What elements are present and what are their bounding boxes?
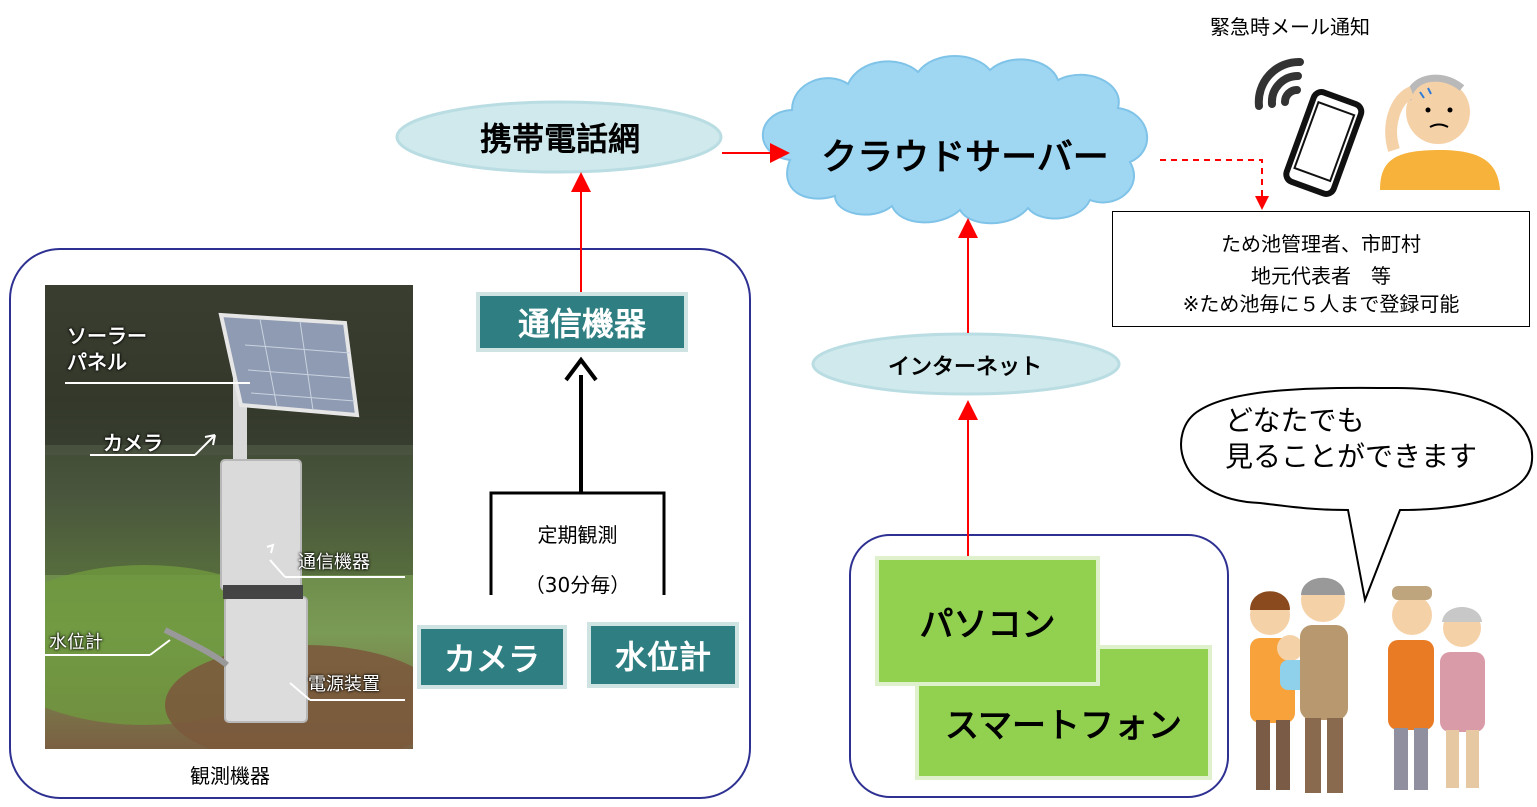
- comm-device-box: 通信機器: [476, 292, 688, 352]
- mobile-network-label: 携帯電話網: [479, 120, 640, 158]
- smartphone-icon: [1283, 89, 1365, 197]
- photo-label-camera: カメラ: [103, 431, 163, 455]
- water-gauge-box: 水位計: [587, 622, 739, 688]
- device-photo-drawing: [45, 285, 413, 749]
- worried-man-icon: [1380, 74, 1500, 190]
- observation-box: 定期観測 （30分毎）: [491, 493, 664, 601]
- speech-line1: どなたでも: [1225, 404, 1365, 437]
- cloud-shape: [761, 55, 1148, 225]
- camera-box: カメラ: [417, 625, 567, 689]
- alert-recipients-box: ため池管理者、市町村 地元代表者 等 ※ため池毎に５人まで登録可能: [1112, 211, 1530, 327]
- internet-label: インターネット: [887, 355, 1042, 380]
- observation-caption: 観測機器: [190, 763, 270, 788]
- camera-label: カメラ: [443, 640, 540, 678]
- cloud-server-label: クラウドサーバー: [821, 137, 1109, 178]
- photo-label-solar: ソーラー パネル: [67, 323, 147, 375]
- mobile-network-ellipse: [395, 100, 723, 174]
- speech-text: どなたでも 見ることができます: [1225, 403, 1525, 475]
- smartphone-label: スマートフォン: [945, 706, 1182, 746]
- device-photo: ソーラー パネル カメラ 通信機器 水位計 電源装置: [45, 285, 413, 749]
- photo-label-solar-line1: ソーラー: [67, 324, 147, 348]
- alert-title: 緊急時メール通知: [1210, 14, 1370, 39]
- photo-label-power: 電源装置: [308, 674, 380, 695]
- alert-line3: ※ため池毎に５人まで登録可能: [1182, 292, 1460, 316]
- collect-line: [489, 491, 666, 595]
- observation-title-line2: （30分毎）: [524, 573, 631, 597]
- photo-label-solar-line2: パネル: [67, 350, 127, 374]
- pc-box: パソコン: [875, 556, 1100, 686]
- observation-title-line1: 定期観測: [537, 523, 618, 547]
- observation-frame: [9, 248, 751, 799]
- comm-device-label: 通信機器: [517, 305, 646, 343]
- viewer-frame: [849, 534, 1229, 798]
- speech-bubble: [1180, 386, 1534, 604]
- photo-label-water: 水位計: [49, 632, 103, 653]
- signal-waves-icon: [1254, 57, 1304, 110]
- alert-line2: 地元代表者 等: [1251, 264, 1391, 288]
- photo-label-comm: 通信機器: [298, 552, 370, 573]
- internet-ellipse: [811, 332, 1121, 396]
- alert-line1: ため池管理者、市町村: [1221, 232, 1421, 256]
- pc-label: パソコン: [919, 604, 1056, 645]
- water-gauge-label: 水位計: [614, 638, 711, 676]
- family-viewers-icon: [1250, 577, 1485, 793]
- speech-line2: 見ることができます: [1225, 440, 1478, 473]
- alert-dashed-line: [1160, 159, 1263, 198]
